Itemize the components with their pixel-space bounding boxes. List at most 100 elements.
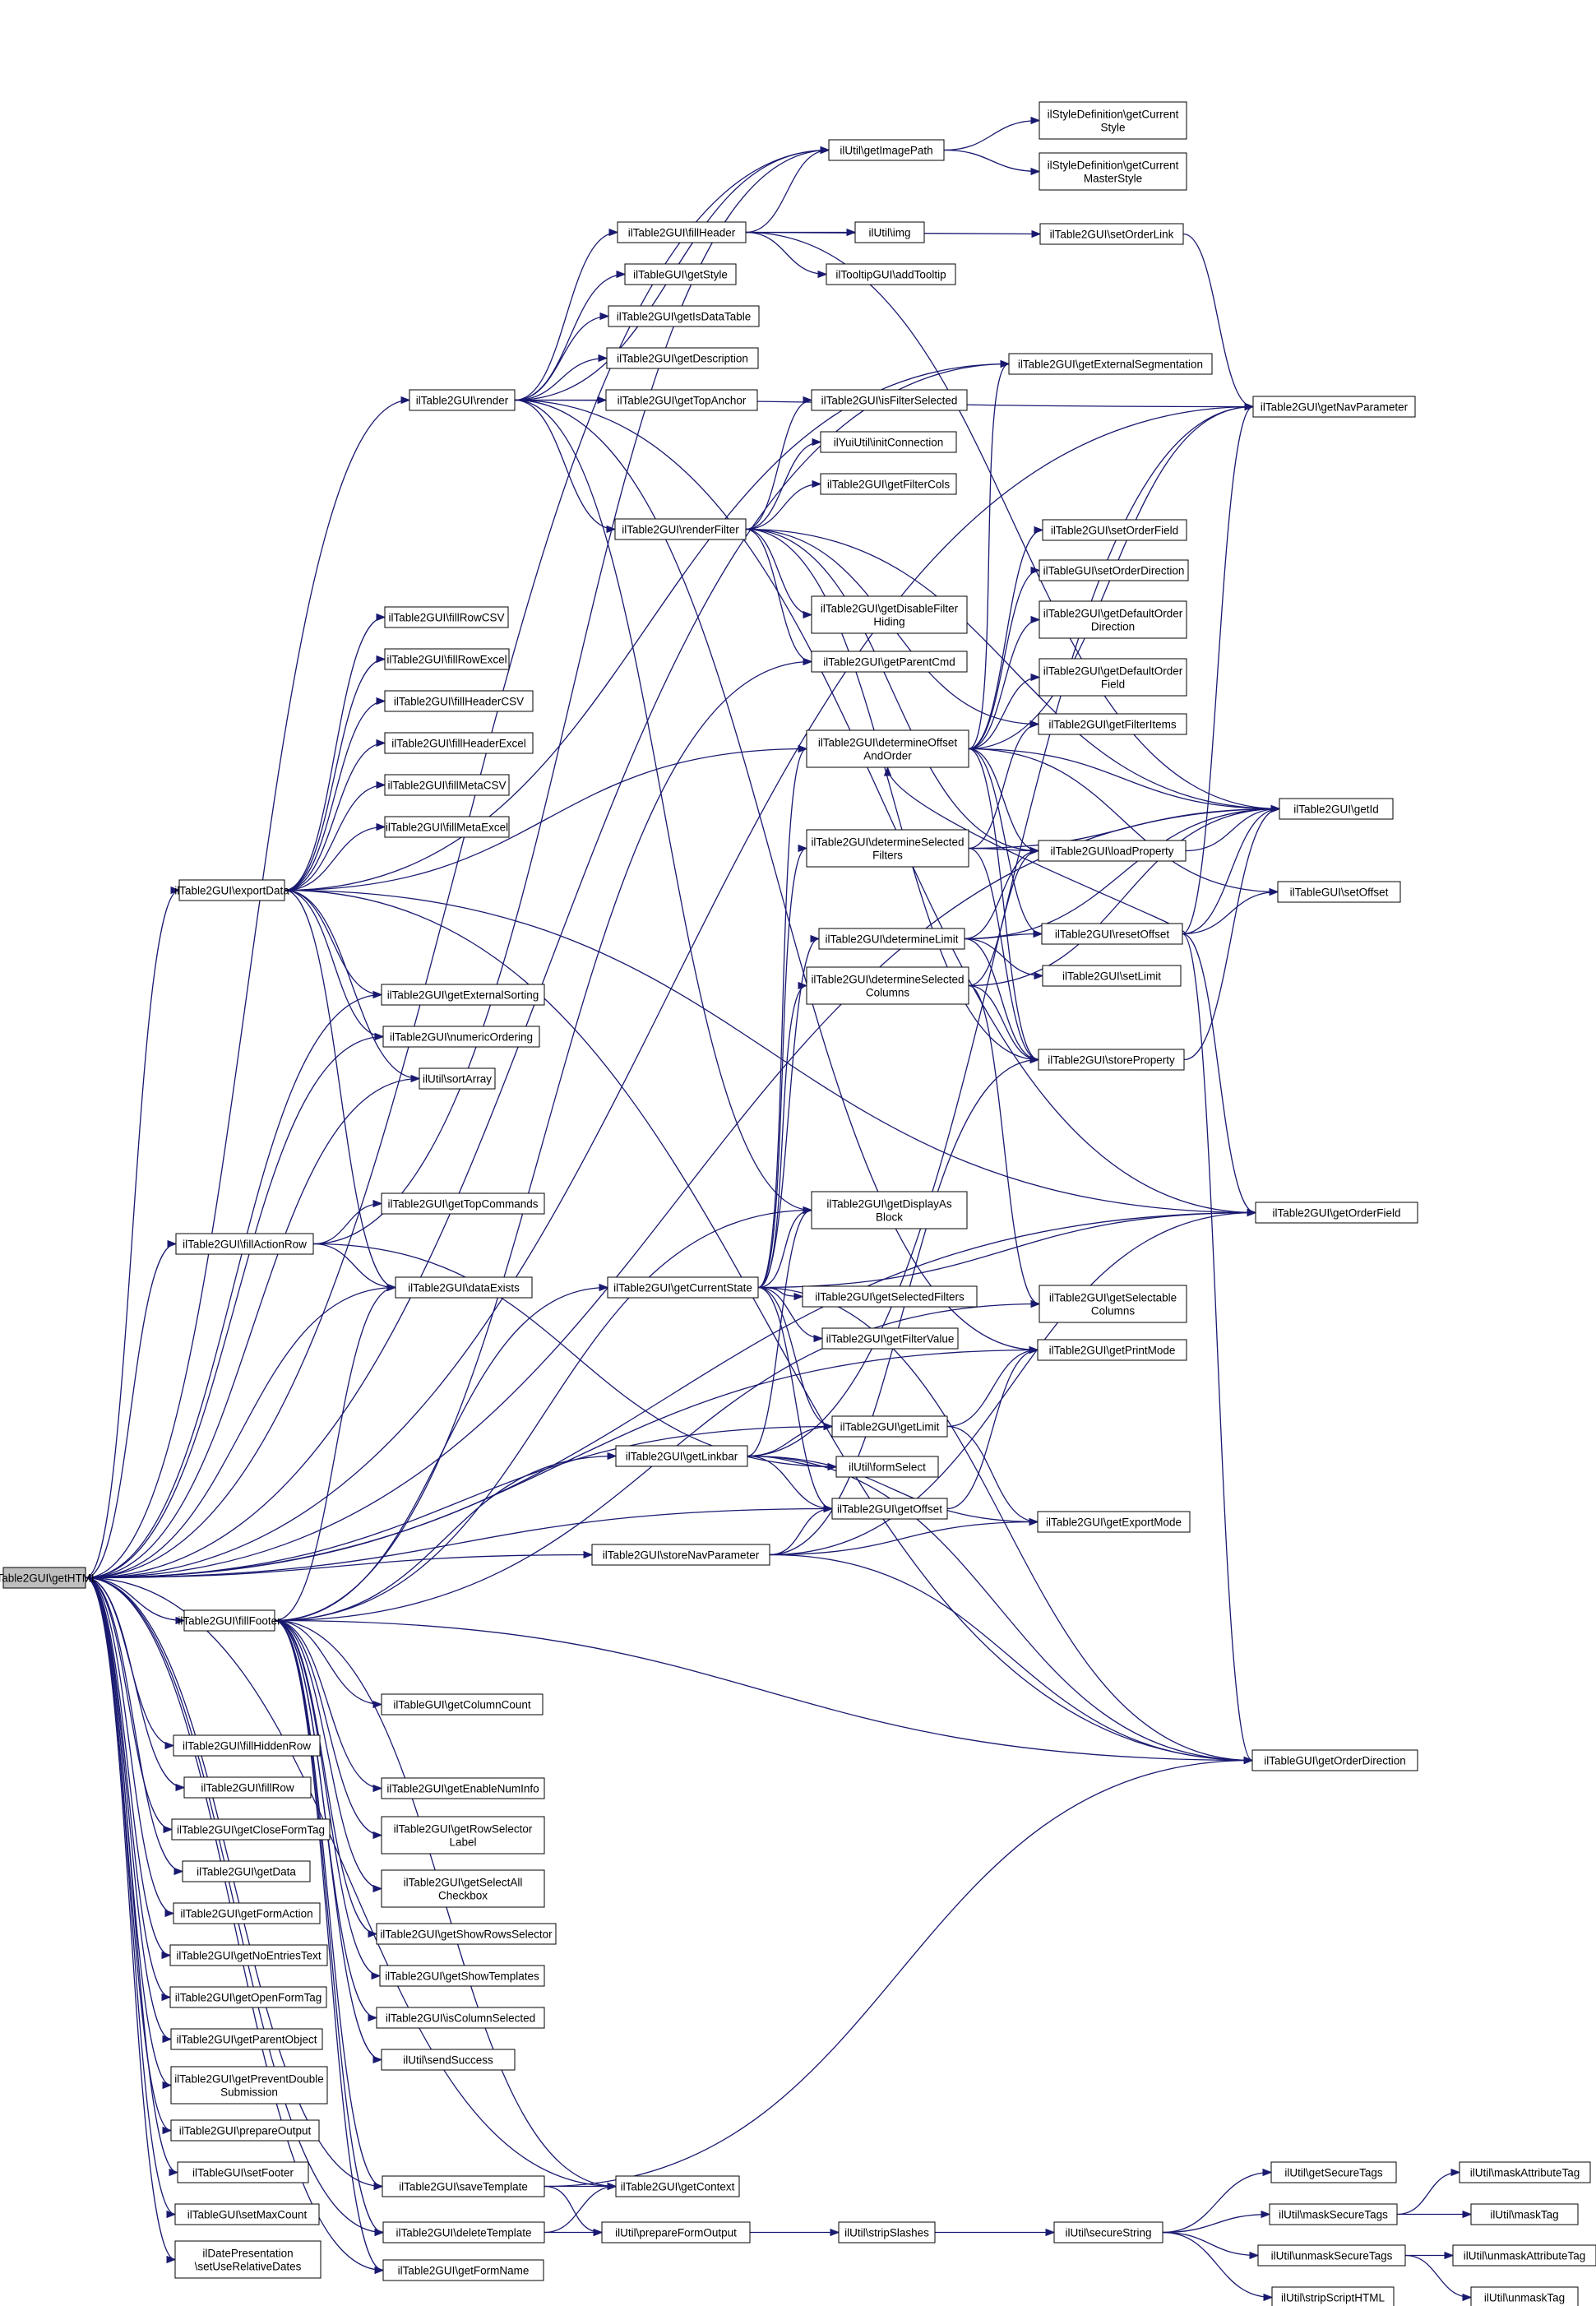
node-fill-meta-excel[interactable]: ilTable2GUI\fillMetaExcel bbox=[384, 816, 510, 838]
node-render-filter[interactable]: ilTable2GUI\renderFilter bbox=[614, 518, 747, 540]
node-get-parent-object[interactable]: ilTable2GUI\getParentObject bbox=[170, 2028, 323, 2050]
node-get-top-anchor[interactable]: ilTable2GUI\getTopAnchor bbox=[605, 389, 758, 411]
node-determine-limit[interactable]: ilTable2GUI\determineLimit bbox=[818, 928, 965, 950]
node-get-filter-items[interactable]: ilTable2GUI\getFilterItems bbox=[1038, 713, 1187, 735]
node-get-enable-num-info[interactable]: ilTable2GUI\getEnableNumInfo bbox=[381, 1777, 545, 1799]
node-get-show-rows-selector[interactable]: ilTable2GUI\getShowRowsSelector bbox=[376, 1923, 557, 1945]
node-mask-secure-tags[interactable]: ilUtil\maskSecureTags bbox=[1269, 2203, 1398, 2225]
node-get-offset[interactable]: ilTable2GUI\getOffset bbox=[831, 1498, 948, 1520]
node-set-max-count[interactable]: ilTableGUI\setMaxCount bbox=[174, 2203, 320, 2225]
node-get-id[interactable]: ilTable2GUI\getId bbox=[1279, 798, 1394, 820]
node-fill-meta-csv[interactable]: ilTable2GUI\fillMetaCSV bbox=[384, 774, 510, 796]
node-save-template[interactable]: ilTable2GUI\saveTemplate bbox=[382, 2175, 545, 2197]
node-fill-action-row[interactable]: ilTable2GUI\fillActionRow bbox=[175, 1233, 314, 1255]
node-numeric-ordering[interactable]: ilTable2GUI\numericOrdering bbox=[382, 1026, 540, 1048]
node-get-open-form-tag[interactable]: ilTable2GUI\getOpenFormTag bbox=[169, 1986, 327, 2008]
node-get-show-templates[interactable]: ilTable2GUI\getShowTemplates bbox=[379, 1965, 545, 1987]
node-unmask-tag[interactable]: ilUtil\unmaskTag bbox=[1470, 2286, 1579, 2306]
node-get-filter-value[interactable]: ilTable2GUI\getFilterValue bbox=[821, 1327, 959, 1350]
node-fill-header-csv[interactable]: ilTable2GUI\fillHeaderCSV bbox=[384, 690, 534, 712]
node-get-current-state[interactable]: ilTable2GUI\getCurrentState bbox=[607, 1276, 759, 1299]
node-get-secure-tags[interactable]: ilUtil\getSecureTags bbox=[1270, 2161, 1397, 2183]
node-add-tooltip[interactable]: ilTooltipGUI\addTooltip bbox=[826, 263, 956, 285]
node-get-column-count[interactable]: ilTableGUI\getColumnCount bbox=[381, 1693, 544, 1716]
node-get-is-data-table[interactable]: ilTable2GUI\getIsDataTable bbox=[608, 305, 760, 327]
node-root[interactable]: ilTable2GUI\getHTML bbox=[0, 1567, 98, 1589]
node-mask-attribute-tag[interactable]: ilUtil\maskAttributeTag bbox=[1459, 2161, 1591, 2183]
node-prepare-output[interactable]: ilTable2GUI\prepareOutput bbox=[170, 2119, 320, 2142]
node-get-order-direction[interactable]: ilTableGUI\getOrderDirection bbox=[1251, 1749, 1418, 1771]
node-send-success[interactable]: ilUtil\sendSuccess bbox=[381, 2049, 516, 2071]
node-get-description[interactable]: ilTable2GUI\getDescription bbox=[606, 347, 759, 369]
node-fill-row[interactable]: ilTable2GUI\fillRow bbox=[183, 1776, 312, 1799]
node-fill-header-excel[interactable]: ilTable2GUI\fillHeaderExcel bbox=[384, 732, 534, 754]
node-set-offset[interactable]: ilTableGUI\setOffset bbox=[1277, 881, 1401, 903]
node-get-order-field[interactable]: ilTable2GUI\getOrderField bbox=[1255, 1202, 1418, 1224]
node-is-filter-selected[interactable]: ilTable2GUI\isFilterSelected bbox=[811, 389, 968, 411]
node-sort-array[interactable]: ilUtil\sortArray bbox=[419, 1067, 496, 1090]
node-get-style[interactable]: ilTableGUI\getStyle bbox=[624, 263, 737, 285]
node-fill-row-excel[interactable]: ilTable2GUI\fillRowExcel bbox=[384, 648, 510, 670]
node-render[interactable]: ilTable2GUI\render bbox=[409, 389, 516, 411]
node-img[interactable]: ilUtil\img bbox=[854, 221, 925, 243]
node-get-external-segmentation[interactable]: ilTable2GUI\getExternalSegmentation bbox=[1008, 353, 1213, 375]
node-data-exists[interactable]: ilTable2GUI\dataExists bbox=[395, 1276, 533, 1299]
node-set-use-relative-dates[interactable]: ilDatePresentation\setUseRelativeDates bbox=[174, 2240, 322, 2279]
node-get-top-commands[interactable]: ilTable2GUI\getTopCommands bbox=[381, 1192, 545, 1215]
node-get-external-sorting[interactable]: ilTable2GUI\getExternalSorting bbox=[381, 984, 545, 1006]
node-unmask-secure-tags[interactable]: ilUtil\unmaskSecureTags bbox=[1257, 2244, 1406, 2267]
node-get-context[interactable]: ilTable2GUI\getContext bbox=[615, 2175, 740, 2197]
node-export-data[interactable]: ilTable2GUI\exportData bbox=[174, 879, 289, 901]
node-fill-hidden-row[interactable]: ilTable2GUI\fillHiddenRow bbox=[173, 1734, 321, 1757]
node-get-no-entries-text[interactable]: ilTable2GUI\getNoEntriesText bbox=[169, 1944, 328, 1966]
node-strip-script-html[interactable]: ilUtil\stripScriptHTML bbox=[1271, 2286, 1395, 2306]
node-get-data[interactable]: ilTable2GUI\getData bbox=[182, 1860, 311, 1882]
node-get-selected-filters[interactable]: ilTable2GUI\getSelectedFilters bbox=[802, 1285, 978, 1308]
node-mask-tag[interactable]: ilUtil\maskTag bbox=[1470, 2203, 1579, 2225]
node-prepare-form-output[interactable]: ilUtil\prepareFormOutput bbox=[601, 2221, 751, 2243]
node-fill-footer[interactable]: ilTable2GUI\fillFooter bbox=[178, 1609, 281, 1632]
node-init-connection[interactable]: ilYuiUtil\initConnection bbox=[820, 431, 957, 453]
node-get-export-mode[interactable]: ilTable2GUI\getExportMode bbox=[1037, 1511, 1191, 1533]
node-get-form-action[interactable]: ilTable2GUI\getFormAction bbox=[173, 1902, 321, 1924]
node-set-footer[interactable]: ilTableGUI\setFooter bbox=[177, 2161, 309, 2183]
node-get-limit[interactable]: ilTable2GUI\getLimit bbox=[831, 1415, 948, 1438]
node-store-nav-parameter[interactable]: ilTable2GUI\storeNavParameter bbox=[591, 1544, 770, 1566]
node-get-form-name[interactable]: ilTable2GUI\getFormName bbox=[382, 2259, 544, 2281]
node-fill-header[interactable]: ilTable2GUI\fillHeader bbox=[617, 221, 747, 243]
node-unmask-attribute-tag[interactable]: ilUtil\unmaskAttributeTag bbox=[1452, 2244, 1596, 2267]
node-store-property[interactable]: ilTable2GUI\storeProperty bbox=[1038, 1049, 1185, 1071]
node-get-image-path[interactable]: ilUtil\getImagePath bbox=[828, 139, 945, 161]
node-strip-slashes[interactable]: ilUtil\stripSlashes bbox=[838, 2221, 936, 2243]
node-set-order-field[interactable]: ilTable2GUI\setOrderField bbox=[1042, 519, 1187, 541]
node-get-print-mode[interactable]: ilTable2GUI\getPrintMode bbox=[1037, 1339, 1187, 1361]
node-secure-string[interactable]: ilUtil\secureString bbox=[1053, 2221, 1163, 2243]
node-form-select[interactable]: ilUtil\formSelect bbox=[835, 1456, 939, 1478]
node-load-property[interactable]: ilTable2GUI\loadProperty bbox=[1038, 840, 1187, 862]
node-get-linkbar[interactable]: ilTable2GUI\getLinkbar bbox=[615, 1445, 748, 1467]
node-set-order-direction[interactable]: ilTableGUI\setOrderDirection bbox=[1039, 559, 1189, 581]
node-get-filter-cols[interactable]: ilTable2GUI\getFilterCols bbox=[820, 473, 957, 495]
node-is-column-selected[interactable]: ilTable2GUI\isColumnSelected bbox=[376, 2007, 545, 2029]
node-get-close-form-tag[interactable]: ilTable2GUI\getCloseFormTag bbox=[171, 1818, 331, 1841]
node-set-order-link[interactable]: ilTable2GUI\setOrderLink bbox=[1039, 223, 1184, 245]
node-reset-offset[interactable]: ilTable2GUI\resetOffset bbox=[1041, 923, 1183, 945]
node-fill-row-csv[interactable]: ilTable2GUI\fillRowCSV bbox=[384, 606, 509, 628]
node-set-limit[interactable]: ilTable2GUI\setLimit bbox=[1042, 965, 1182, 987]
node-delete-template[interactable]: ilTable2GUI\deleteTemplate bbox=[382, 2221, 545, 2243]
node-get-parent-cmd[interactable]: ilTable2GUI\getParentCmd bbox=[811, 651, 968, 673]
node-get-nav-parameter[interactable]: ilTable2GUI\getNavParameter bbox=[1252, 396, 1416, 418]
